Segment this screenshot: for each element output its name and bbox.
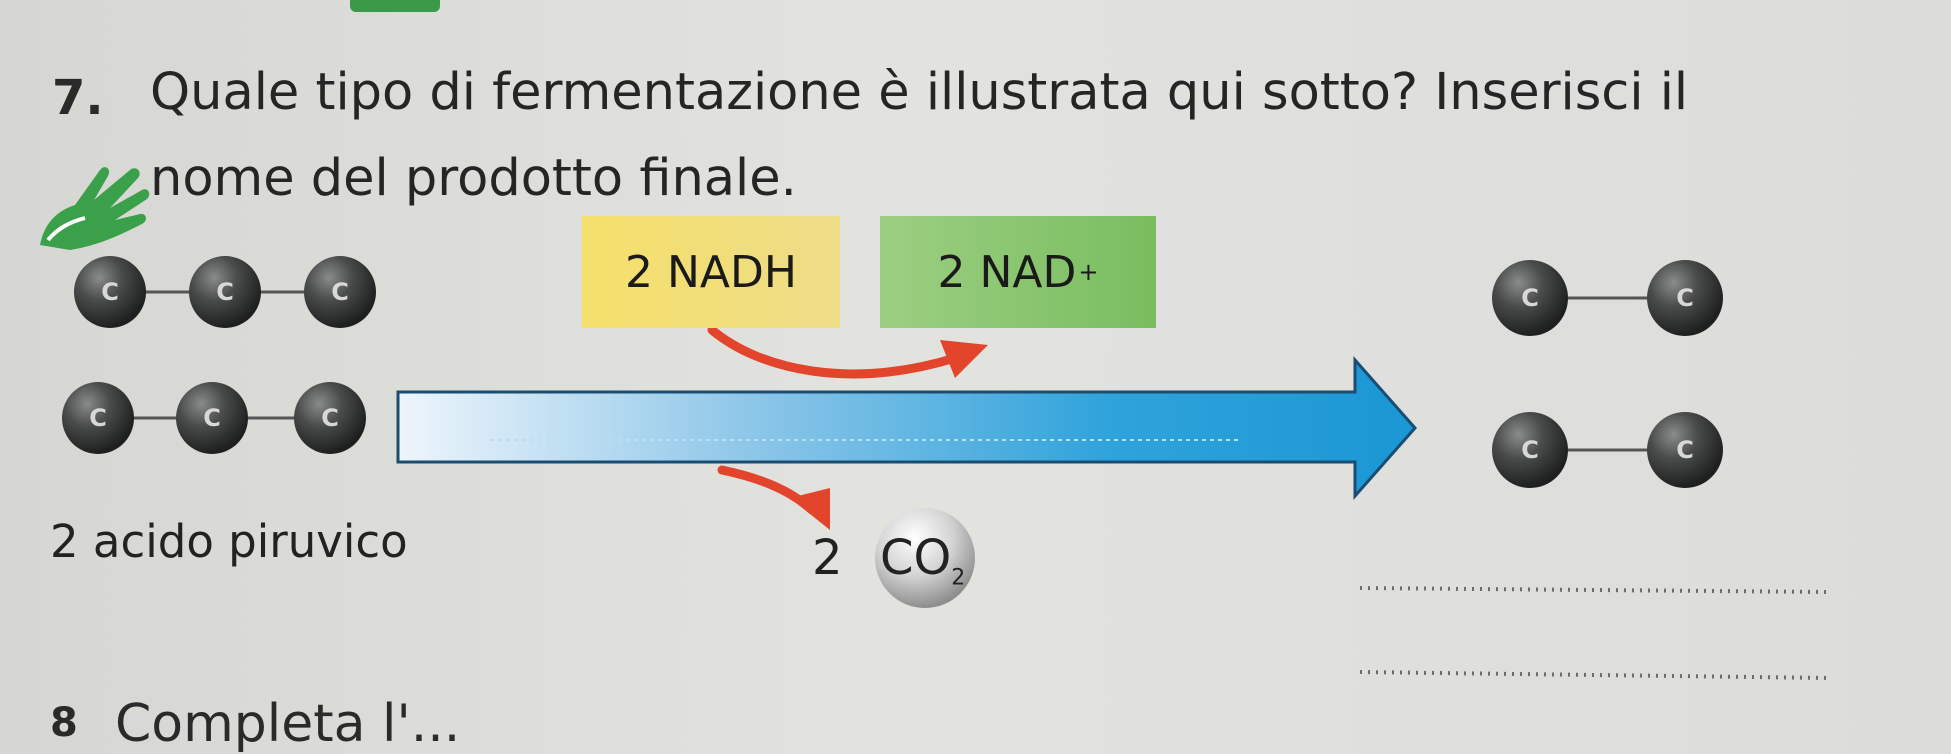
carbon-atom xyxy=(304,256,376,328)
atom-label: C xyxy=(331,278,349,306)
pyruvate-molecule-2: C C C xyxy=(62,382,366,454)
nad-box: 2 NAD+ xyxy=(880,216,1156,328)
question-number: 7. xyxy=(52,70,104,126)
carbon-atom xyxy=(74,256,146,328)
reactant-label: 2 acido piruvico xyxy=(50,515,408,568)
nadh-to-nad-arrow xyxy=(707,325,988,379)
next-question-text: Completa l'... xyxy=(115,694,461,754)
atom-label: C xyxy=(101,278,119,306)
atom-label: C xyxy=(1676,436,1694,464)
carbon-atom xyxy=(176,382,248,454)
atom-label: C xyxy=(1676,284,1694,312)
atom-label: C xyxy=(1521,284,1539,312)
carbon-atom xyxy=(1492,412,1568,488)
nadh-box: 2 NADH xyxy=(582,216,840,328)
question-text: Quale tipo di fermentazione è illustrata… xyxy=(150,63,1689,208)
carbon-atom xyxy=(62,382,134,454)
atom-label: C xyxy=(89,404,107,432)
atom-label: C xyxy=(216,278,234,306)
carbon-atom xyxy=(1492,260,1568,336)
co2-molecule xyxy=(875,508,975,608)
co2-subscript: 2 xyxy=(951,565,966,591)
carbon-atom xyxy=(1647,260,1723,336)
answer-line-1 xyxy=(1359,586,1831,594)
pyruvate-molecule-1: C C C xyxy=(74,256,376,328)
carbon-atom xyxy=(294,382,366,454)
fermentation-diagram: C C C C C C C C C C xyxy=(62,256,1831,680)
nadh-label: 2 NADH xyxy=(625,246,797,298)
atom-label: C xyxy=(1521,436,1539,464)
reaction-arrow xyxy=(396,356,1418,500)
product-molecule-2: C C xyxy=(1492,412,1723,488)
top-green-tab xyxy=(350,0,440,12)
carbon-atom xyxy=(189,256,261,328)
carbon-atom xyxy=(1647,412,1723,488)
nad-label: 2 NAD xyxy=(937,246,1077,298)
co2-release-arrow xyxy=(717,465,830,530)
co2-formula-text: CO xyxy=(880,530,952,586)
co2-coefficient: 2 xyxy=(812,530,843,586)
answer-line-2 xyxy=(1359,670,1831,680)
co2-formula: CO2 xyxy=(880,530,965,591)
product-molecule-1: C C xyxy=(1492,260,1723,336)
atom-label: C xyxy=(203,404,221,432)
nad-charge: + xyxy=(1078,258,1099,286)
atom-label: C xyxy=(321,404,339,432)
next-question-number: 8 xyxy=(50,700,78,746)
hand-icon xyxy=(30,150,160,260)
